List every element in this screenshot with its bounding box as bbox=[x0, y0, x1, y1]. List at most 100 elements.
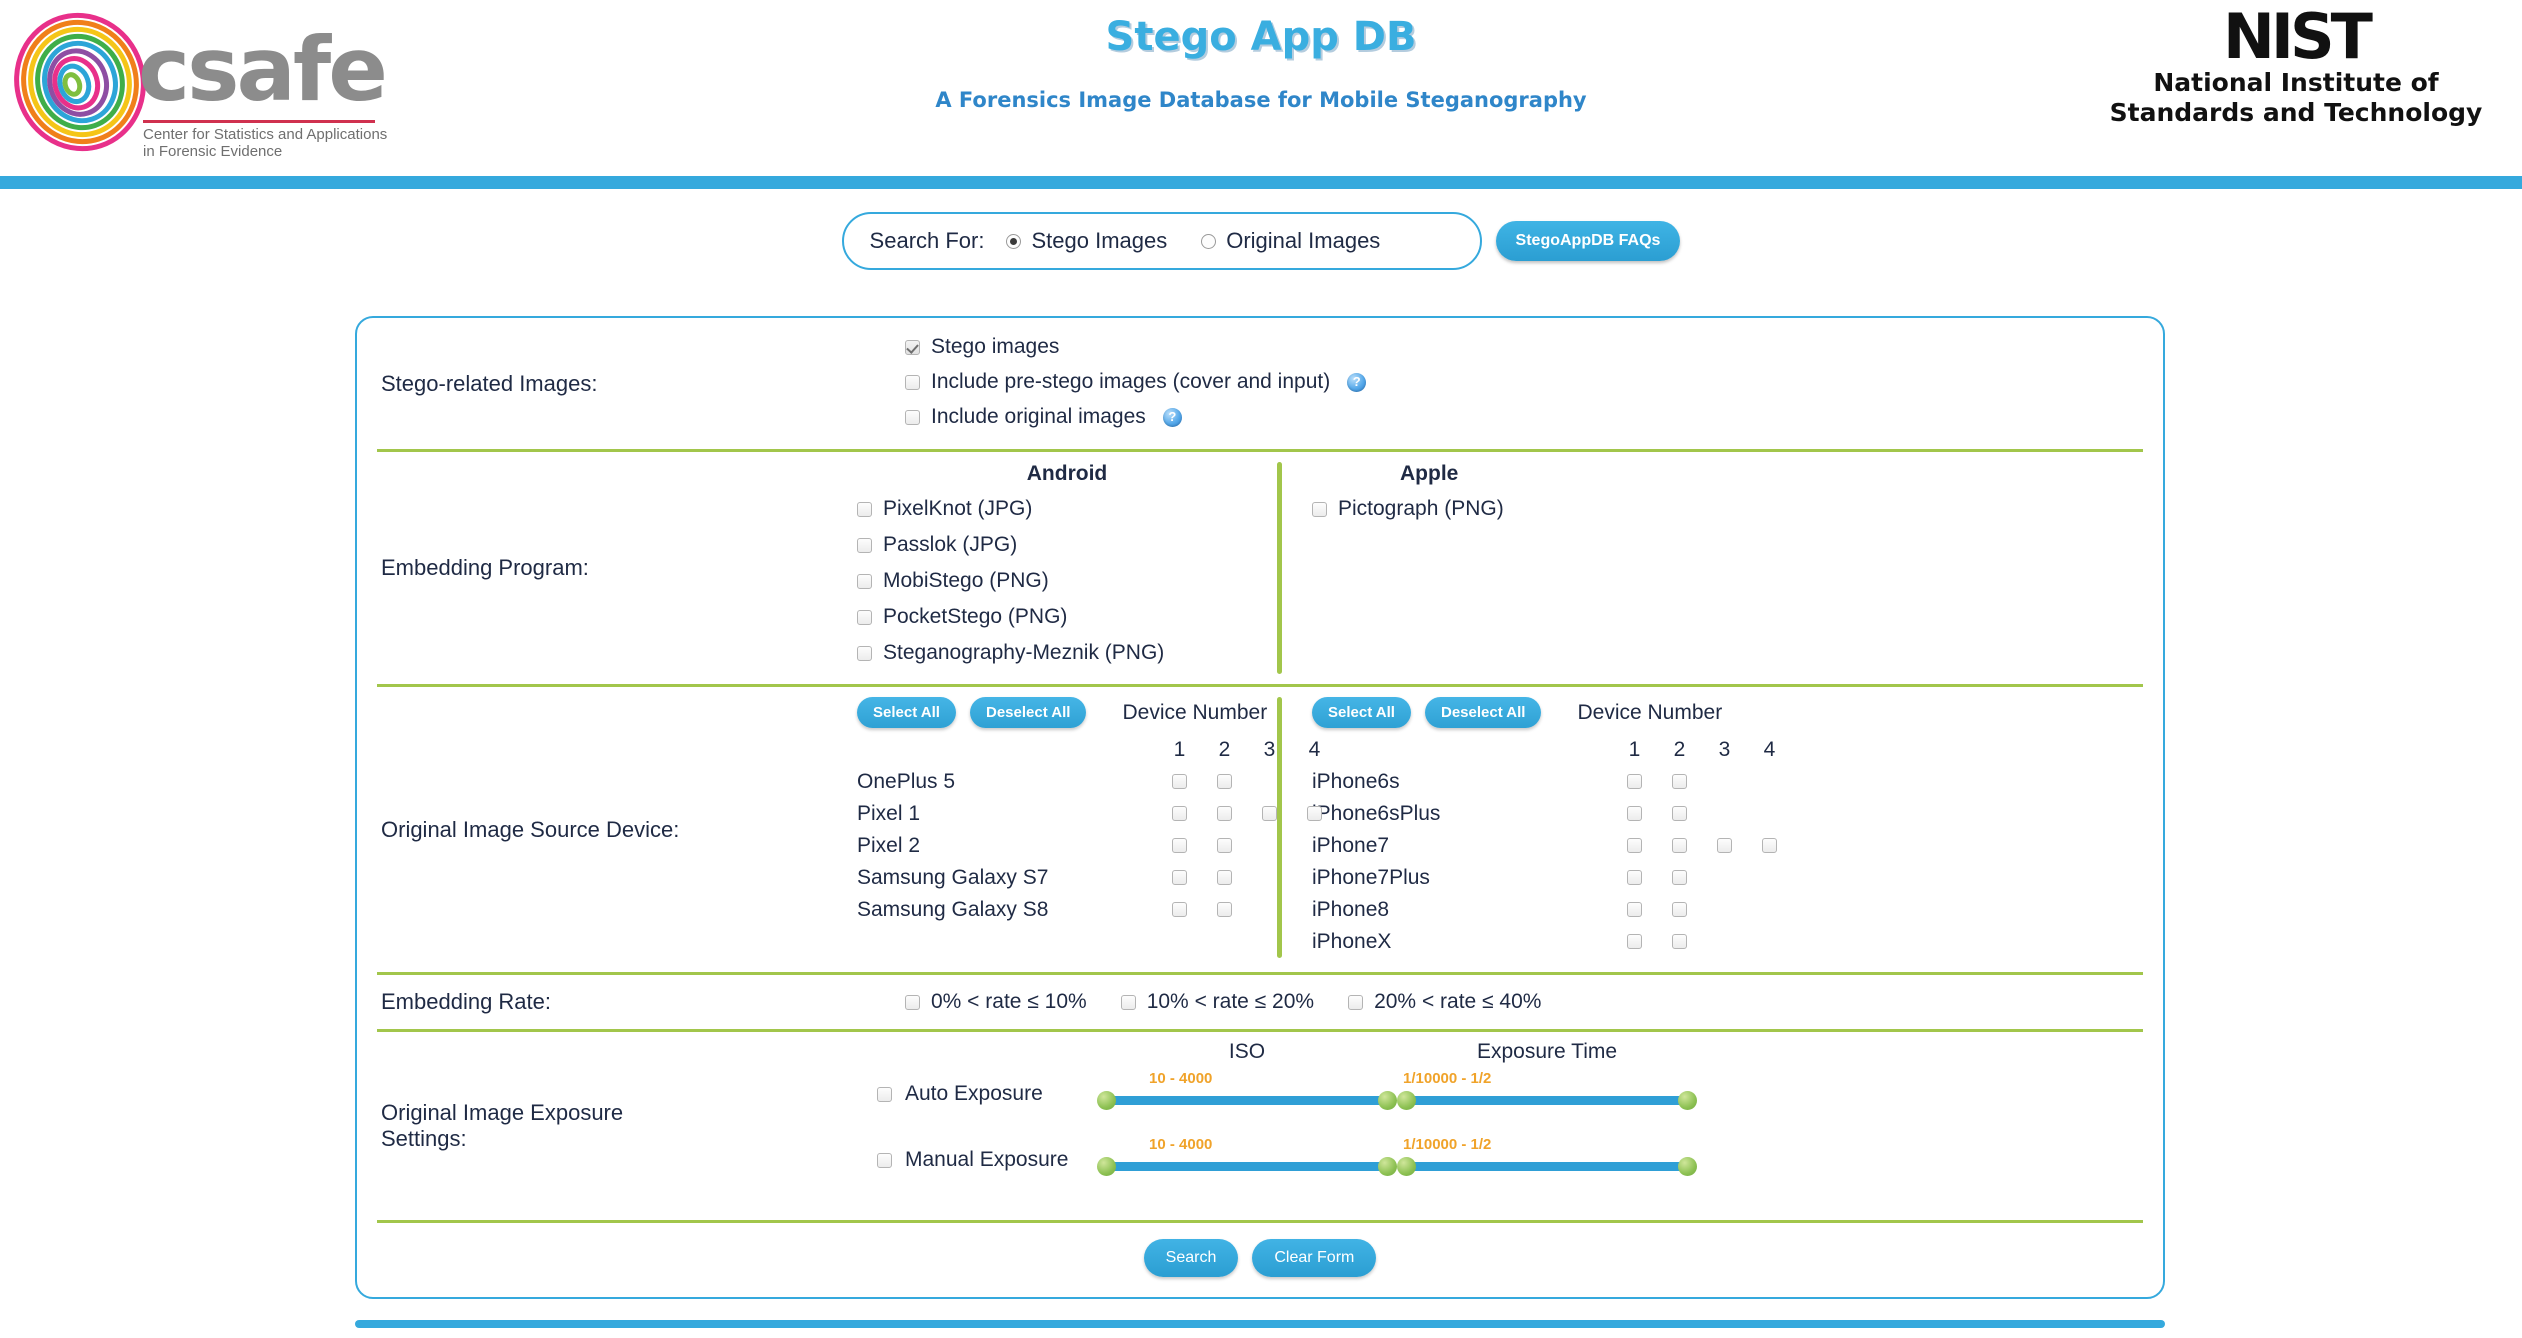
checkbox-auto-exposure[interactable]: Auto Exposure bbox=[707, 1082, 1097, 1106]
checkbox-stego-images[interactable]: Stego images bbox=[905, 332, 1366, 362]
slider-manual-iso-knob-max[interactable] bbox=[1378, 1157, 1397, 1176]
checkbox-pixelknot-box[interactable] bbox=[857, 501, 872, 517]
platform-divider bbox=[1277, 462, 1282, 674]
slider-auto-exposure-time-knob-min[interactable] bbox=[1397, 1091, 1416, 1110]
checkbox-galaxys8-2[interactable] bbox=[1217, 901, 1232, 917]
csafe-tagline: Center for Statistics and Applications i… bbox=[143, 126, 388, 160]
checkbox-pixel1-3[interactable] bbox=[1262, 805, 1277, 821]
checkbox-rate-20-40[interactable]: 20% < rate ≤ 40% bbox=[1348, 987, 1541, 1017]
checkbox-rate-20-40-box[interactable] bbox=[1348, 994, 1364, 1010]
radio-original-images[interactable]: Original Images bbox=[1201, 228, 1380, 254]
slider-manual-exposure-time-knob-max[interactable] bbox=[1678, 1157, 1697, 1176]
device-checkbox-row bbox=[1612, 893, 2143, 925]
apple-select-all-button[interactable]: Select All bbox=[1312, 697, 1411, 728]
checkbox-manual-exposure-box[interactable] bbox=[877, 1152, 892, 1168]
checkbox-pixel2-1[interactable] bbox=[1172, 837, 1187, 853]
checkbox-iphone6splus-1[interactable] bbox=[1627, 805, 1642, 821]
slider-auto-exposure-time-track[interactable] bbox=[1407, 1096, 1687, 1105]
checkbox-iphonex-1[interactable] bbox=[1627, 933, 1642, 949]
checkbox-manual-exposure[interactable]: Manual Exposure bbox=[707, 1148, 1097, 1172]
slider-manual-iso[interactable]: 10 - 4000 bbox=[1097, 1136, 1397, 1180]
csafe-rings-icon bbox=[14, 12, 146, 152]
checkbox-pocketstego[interactable]: PocketStego (PNG) bbox=[857, 602, 1277, 632]
checkbox-steganography-meznik-label: Steganography-Meznik (PNG) bbox=[883, 641, 1165, 664]
checkbox-mobistego[interactable]: MobiStego (PNG) bbox=[857, 566, 1277, 596]
checkbox-pixel1-4[interactable] bbox=[1307, 805, 1322, 821]
apple-deselect-all-button[interactable]: Deselect All bbox=[1424, 697, 1542, 728]
android-device-matrix: 1 2 3 4 bbox=[1157, 738, 1337, 926]
checkbox-pixel1-2[interactable] bbox=[1217, 805, 1232, 821]
help-icon[interactable]: ? bbox=[1347, 372, 1367, 392]
clear-form-button[interactable]: Clear Form bbox=[1252, 1239, 1377, 1277]
device-checkbox-row bbox=[1157, 797, 1337, 829]
checkbox-pictograph[interactable]: Pictograph (PNG) bbox=[1312, 494, 1504, 524]
row-body-embedding-rate: 0% < rate ≤ 10% 10% < rate ≤ 20% 20% < r… bbox=[707, 975, 2143, 1029]
checkbox-pixelknot[interactable]: PixelKnot (JPG) bbox=[857, 494, 1277, 524]
checkbox-pictograph-box[interactable] bbox=[1312, 501, 1327, 517]
checkbox-iphone6s-2[interactable] bbox=[1672, 773, 1687, 789]
slider-auto-iso-knob-max[interactable] bbox=[1378, 1091, 1397, 1110]
checkbox-include-original-box[interactable] bbox=[905, 409, 920, 425]
slider-manual-exposure-time-track[interactable] bbox=[1407, 1162, 1687, 1171]
checkbox-pixel1-1[interactable] bbox=[1172, 805, 1187, 821]
radio-original-images-dot[interactable] bbox=[1201, 233, 1217, 249]
slider-auto-exposure-time[interactable]: 1/10000 - 1/2 bbox=[1397, 1070, 1697, 1114]
device-name: iPhone6s bbox=[1312, 770, 1400, 793]
help-icon[interactable]: ? bbox=[1162, 407, 1182, 427]
checkbox-galaxys7-1[interactable] bbox=[1172, 869, 1187, 885]
checkbox-rate-0-10[interactable]: 0% < rate ≤ 10% bbox=[905, 987, 1087, 1017]
checkbox-steganography-meznik[interactable]: Steganography-Meznik (PNG) bbox=[857, 638, 1277, 668]
checkbox-include-pre-stego[interactable]: Include pre-stego images (cover and inpu… bbox=[905, 367, 1367, 397]
checkbox-pixel2-2[interactable] bbox=[1217, 837, 1232, 853]
checkbox-iphone7-1[interactable] bbox=[1627, 837, 1642, 853]
checkbox-iphone8-1[interactable] bbox=[1627, 901, 1642, 917]
checkbox-iphone7-3[interactable] bbox=[1717, 837, 1732, 853]
checkbox-oneplus5-2[interactable] bbox=[1217, 773, 1232, 789]
device-checkbox-row bbox=[1612, 861, 2143, 893]
slider-manual-iso-track[interactable] bbox=[1107, 1162, 1387, 1171]
checkbox-rate-10-20[interactable]: 10% < rate ≤ 20% bbox=[1120, 987, 1315, 1017]
checkbox-pocketstego-box[interactable] bbox=[857, 609, 872, 625]
checkbox-galaxys7-2[interactable] bbox=[1217, 869, 1232, 885]
checkbox-iphone6splus-2[interactable] bbox=[1672, 805, 1687, 821]
checkbox-rate-0-10-box[interactable] bbox=[905, 994, 920, 1010]
checkbox-iphonex-2[interactable] bbox=[1672, 933, 1687, 949]
row-body-exposure-settings: ISO Exposure Time Auto Exposure 10 - 400… bbox=[707, 1032, 2143, 1220]
checkbox-iphone7-2[interactable] bbox=[1672, 837, 1687, 853]
search-button[interactable]: Search bbox=[1143, 1239, 1239, 1277]
radio-stego-images[interactable]: Stego Images bbox=[1006, 228, 1167, 254]
embedding-program-apple-heading: Apple bbox=[1400, 462, 1459, 485]
checkbox-iphone7plus-1[interactable] bbox=[1627, 869, 1642, 885]
checkbox-passlok-box[interactable] bbox=[857, 537, 872, 553]
slider-manual-exposure-time[interactable]: 1/10000 - 1/2 bbox=[1397, 1136, 1697, 1180]
slider-auto-iso-track[interactable] bbox=[1107, 1096, 1387, 1105]
radio-stego-images-dot[interactable] bbox=[1006, 233, 1022, 249]
android-deselect-all-button[interactable]: Deselect All bbox=[969, 697, 1087, 728]
checkbox-rate-10-20-label: 10% < rate ≤ 20% bbox=[1146, 990, 1315, 1013]
checkbox-include-pre-stego-box[interactable] bbox=[905, 374, 920, 390]
slider-auto-iso[interactable]: 10 - 4000 bbox=[1097, 1070, 1397, 1114]
checkbox-passlok[interactable]: Passlok (JPG) bbox=[857, 530, 1277, 560]
checkbox-rate-10-20-box[interactable] bbox=[1120, 994, 1136, 1010]
checkbox-oneplus5-1[interactable] bbox=[1172, 773, 1187, 789]
slider-auto-iso-knob-min[interactable] bbox=[1097, 1091, 1116, 1110]
checkbox-stego-images-box[interactable] bbox=[905, 339, 920, 355]
checkbox-iphone7plus-2[interactable] bbox=[1672, 869, 1687, 885]
apple-device-grid: iPhone6s iPhone6sPlus iPhone7 iPhone7Plu… bbox=[1312, 738, 2143, 958]
checkbox-iphone6s-1[interactable] bbox=[1627, 773, 1642, 789]
checkbox-rate-20-40-label: 20% < rate ≤ 40% bbox=[1374, 990, 1542, 1013]
checkbox-mobistego-box[interactable] bbox=[857, 573, 872, 589]
checkbox-iphone7-4[interactable] bbox=[1762, 837, 1777, 853]
slider-manual-iso-knob-min[interactable] bbox=[1097, 1157, 1116, 1176]
exposure-heading-iso: ISO bbox=[1228, 1040, 1266, 1063]
checkbox-include-original[interactable]: Include original images ? bbox=[905, 402, 1366, 432]
android-select-all-button[interactable]: Select All bbox=[857, 697, 956, 728]
checkbox-steganography-meznik-box[interactable] bbox=[857, 645, 872, 661]
checkbox-iphone8-2[interactable] bbox=[1672, 901, 1687, 917]
faq-button[interactable]: StegoAppDB FAQs bbox=[1495, 221, 1681, 261]
checkbox-auto-exposure-box[interactable] bbox=[877, 1086, 892, 1102]
checkbox-galaxys8-1[interactable] bbox=[1172, 901, 1187, 917]
slider-manual-exposure-time-knob-min[interactable] bbox=[1397, 1157, 1416, 1176]
slider-auto-exposure-time-knob-max[interactable] bbox=[1678, 1091, 1697, 1110]
device-checkbox-row bbox=[1612, 829, 2143, 861]
